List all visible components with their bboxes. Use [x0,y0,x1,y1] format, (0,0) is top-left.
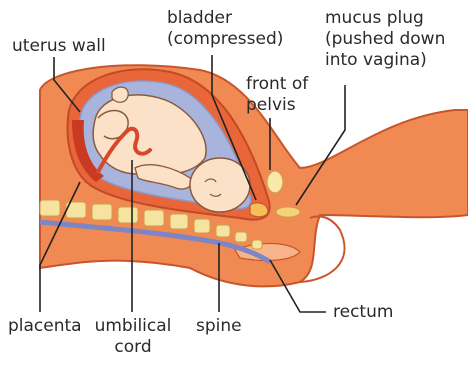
label-rectum: rectum [333,302,393,323]
label-umbilical-line-2: cord [90,337,176,358]
label-mucus-plug: mucus plug (pushed down into vagina) [325,8,445,71]
label-umbilical-cord: umbilical cord [90,316,176,358]
mucus-plug-shape [276,207,300,217]
bladder-shape [250,203,268,217]
label-mucus-plug-line-3: into vagina) [325,50,445,71]
label-spine: spine [196,316,242,337]
label-mucus-plug-line-1: mucus plug [325,8,445,29]
label-placenta: placenta [8,316,82,337]
label-pelvis-line-1: front of [246,74,308,95]
label-bladder-line-2: (compressed) [167,29,283,50]
label-bladder-line-1: bladder [167,8,283,29]
label-front-of-pelvis: front of pelvis [246,74,308,116]
label-pelvis-line-2: pelvis [246,95,308,116]
label-bladder: bladder (compressed) [167,8,283,50]
baby-foot [112,87,128,102]
label-mucus-plug-line-2: (pushed down [325,29,445,50]
label-umbilical-line-1: umbilical [90,316,176,337]
label-uterus-wall: uterus wall [12,36,106,57]
pubic-bone [267,171,283,193]
